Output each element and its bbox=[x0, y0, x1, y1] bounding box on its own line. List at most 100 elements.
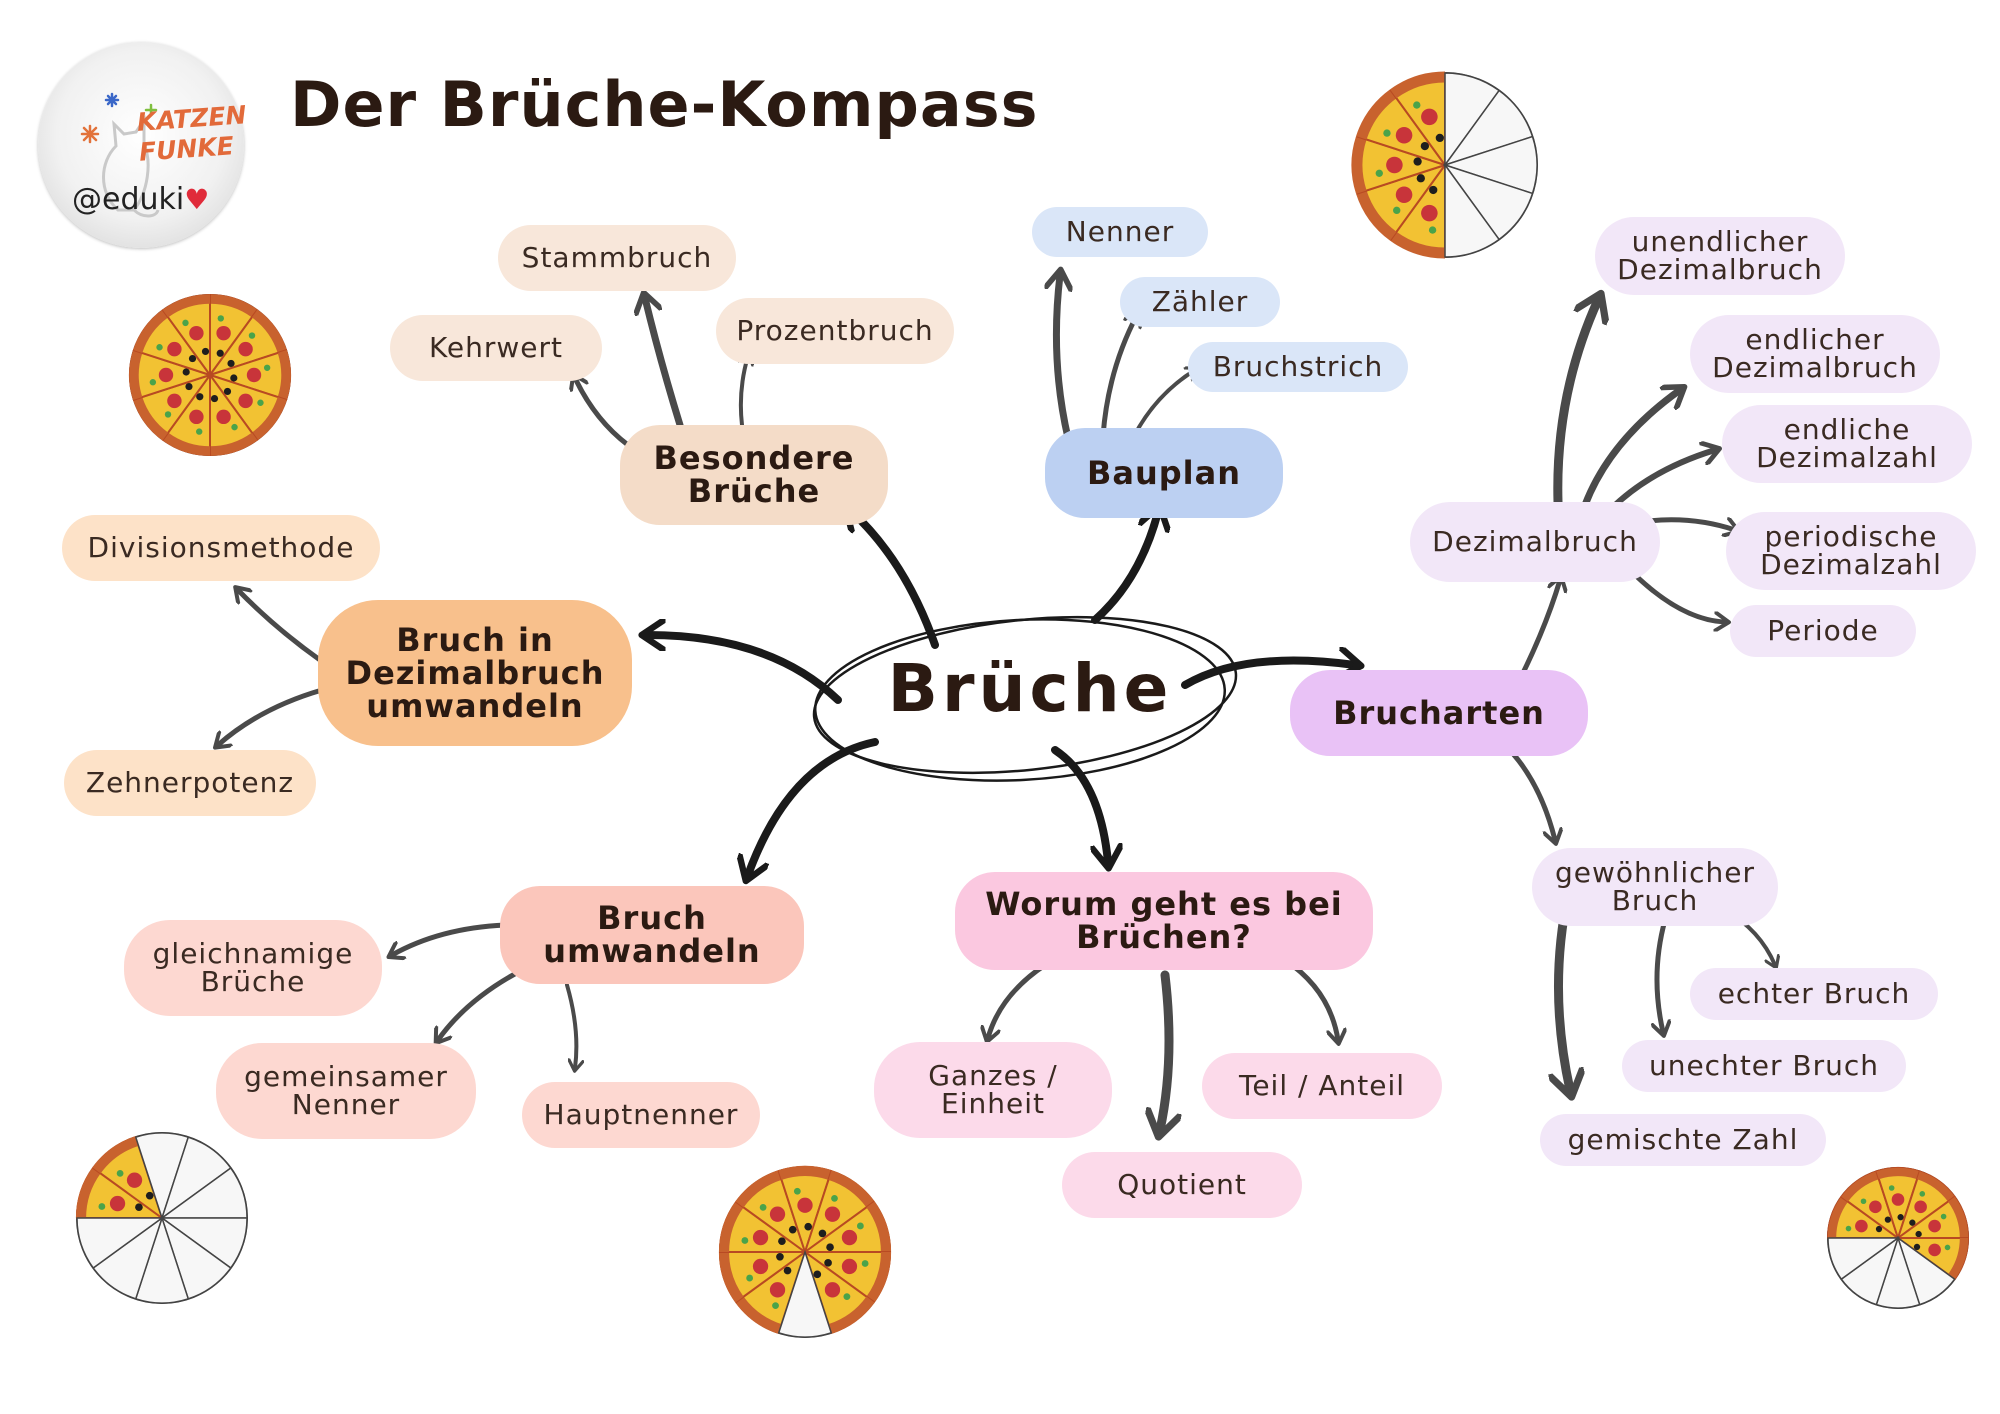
node-nenner: Nenner bbox=[1032, 207, 1208, 257]
pepper-topping bbox=[1428, 226, 1437, 234]
pizza-crust bbox=[1947, 1237, 1969, 1280]
pepper-topping bbox=[746, 1274, 754, 1282]
pizza-crust bbox=[735, 1170, 782, 1208]
node-divisionsmethode: Divisionsmethode bbox=[62, 515, 380, 581]
pizza-slice-empty bbox=[76, 1217, 165, 1270]
arrow-to-periode bbox=[1627, 567, 1725, 622]
arrow-to-endliche-zahl bbox=[1607, 450, 1715, 513]
node-hauptnenner: Hauptnenner bbox=[522, 1082, 760, 1148]
salami-topping bbox=[769, 1282, 786, 1298]
node-bruch-umwandeln: Bruch umwandeln bbox=[500, 886, 804, 984]
pepper-topping bbox=[156, 344, 163, 351]
salami-topping bbox=[216, 325, 231, 341]
arrow-to-brucharten bbox=[1181, 661, 1355, 689]
node-gemeinsamer-nenner: gemeinsamer Nenner bbox=[216, 1043, 476, 1139]
olive-topping bbox=[826, 1243, 834, 1252]
node-zehnerpotenz: Zehnerpotenz bbox=[64, 750, 316, 816]
olive-topping bbox=[196, 393, 204, 401]
salami-topping bbox=[1914, 1200, 1927, 1214]
pizza-crust bbox=[828, 1296, 875, 1334]
pizza-crust bbox=[1916, 1171, 1955, 1202]
pizza-crust bbox=[251, 309, 287, 354]
pizza-crust bbox=[162, 294, 211, 318]
pepper-topping bbox=[861, 1260, 869, 1267]
pepper-topping bbox=[831, 1194, 838, 1202]
pepper-topping bbox=[217, 315, 224, 322]
arrow-to-worum bbox=[1051, 746, 1108, 862]
pizza-crust bbox=[251, 396, 287, 441]
olive-topping bbox=[804, 1222, 813, 1231]
node-zaehler: Zähler bbox=[1120, 277, 1280, 327]
page-title: Der Brüche-Kompass bbox=[290, 68, 1039, 141]
olive-topping bbox=[1420, 141, 1430, 151]
pizza-crust bbox=[828, 1170, 875, 1208]
olive-topping bbox=[230, 374, 238, 382]
olive-topping bbox=[783, 1266, 792, 1275]
pepper-topping bbox=[759, 1203, 767, 1211]
pizza-slice-empty bbox=[1444, 162, 1501, 258]
pizza-crust bbox=[735, 1296, 782, 1334]
pizza-crust bbox=[1827, 1196, 1849, 1239]
pepper-topping bbox=[1413, 101, 1421, 109]
node-periode: Periode bbox=[1730, 605, 1916, 657]
olive-topping bbox=[776, 1252, 784, 1261]
olive-topping bbox=[818, 1229, 827, 1238]
node-endliche-dezimalzahl: endliche Dezimalzahl bbox=[1722, 405, 1972, 483]
logo-badge: KATZEN FUNKE @eduki♥ bbox=[38, 42, 247, 248]
arrow-to-endlicher bbox=[1581, 390, 1680, 509]
salami-topping bbox=[1855, 1219, 1868, 1233]
salami-topping bbox=[752, 1229, 769, 1246]
salami-topping bbox=[216, 409, 231, 425]
arrow-to-umwandeln bbox=[748, 738, 879, 875]
salami-topping bbox=[109, 1195, 126, 1212]
pepper-topping bbox=[149, 379, 157, 386]
olive-topping bbox=[188, 354, 197, 363]
pepper-topping bbox=[1383, 129, 1391, 137]
logo-handle: @eduki♥ bbox=[72, 182, 210, 217]
salami-topping bbox=[1421, 108, 1438, 126]
arrow-to-unendlich bbox=[1553, 300, 1598, 507]
center-ellipse bbox=[812, 615, 1238, 782]
pizza-crust bbox=[209, 294, 258, 318]
arrow-to-kehrwert bbox=[575, 378, 631, 448]
salami-topping bbox=[797, 1197, 813, 1213]
pizza-crust bbox=[162, 432, 211, 456]
pepper-topping bbox=[793, 1187, 801, 1195]
salami-topping bbox=[1395, 186, 1413, 204]
olive-topping bbox=[1875, 1225, 1883, 1233]
salami-topping bbox=[1386, 156, 1403, 174]
pizza-bottom-left bbox=[75, 1132, 248, 1304]
olive-topping bbox=[210, 394, 219, 403]
pepper-topping bbox=[248, 332, 256, 339]
salami-topping bbox=[167, 341, 182, 357]
logo-brand: KATZEN FUNKE bbox=[136, 100, 248, 167]
salami-topping bbox=[824, 1282, 841, 1298]
pepper-topping bbox=[1845, 1225, 1852, 1232]
pizza-crust bbox=[1390, 71, 1446, 99]
arrow-to-gleichnamig bbox=[392, 922, 508, 955]
node-teil-anteil: Teil / Anteil bbox=[1202, 1053, 1442, 1119]
salami-topping bbox=[158, 367, 174, 383]
pepper-topping bbox=[1393, 206, 1401, 215]
node-quotient: Quotient bbox=[1062, 1152, 1302, 1218]
pizza-crust bbox=[1876, 1167, 1920, 1180]
pepper-topping bbox=[741, 1237, 749, 1244]
node-bruchstrich: Bruchstrich bbox=[1188, 342, 1408, 392]
sparkle-icon bbox=[80, 92, 158, 144]
olive-topping bbox=[135, 1203, 143, 1211]
pepper-topping bbox=[1919, 1191, 1926, 1197]
pizza-crust bbox=[129, 350, 143, 400]
arrow-to-zehnerpotenz bbox=[218, 687, 325, 745]
node-unechter-bruch: unechter Bruch bbox=[1622, 1040, 1906, 1092]
olive-topping bbox=[1429, 185, 1438, 195]
center-topic: Brüche bbox=[887, 649, 1173, 727]
olive-topping bbox=[227, 359, 235, 368]
olive-topping bbox=[1897, 1214, 1904, 1221]
arrow-to-stammbruch bbox=[645, 298, 684, 429]
arrow-to-ganzes bbox=[988, 962, 1048, 1038]
node-endlicher-dezimalbruch: endlicher Dezimalbruch bbox=[1690, 315, 1940, 393]
node-prozentbruch: Prozentbruch bbox=[716, 298, 954, 364]
pizza-crust bbox=[778, 1165, 832, 1180]
pizza-crust bbox=[866, 1201, 892, 1253]
pizza-top-right bbox=[1351, 71, 1538, 259]
